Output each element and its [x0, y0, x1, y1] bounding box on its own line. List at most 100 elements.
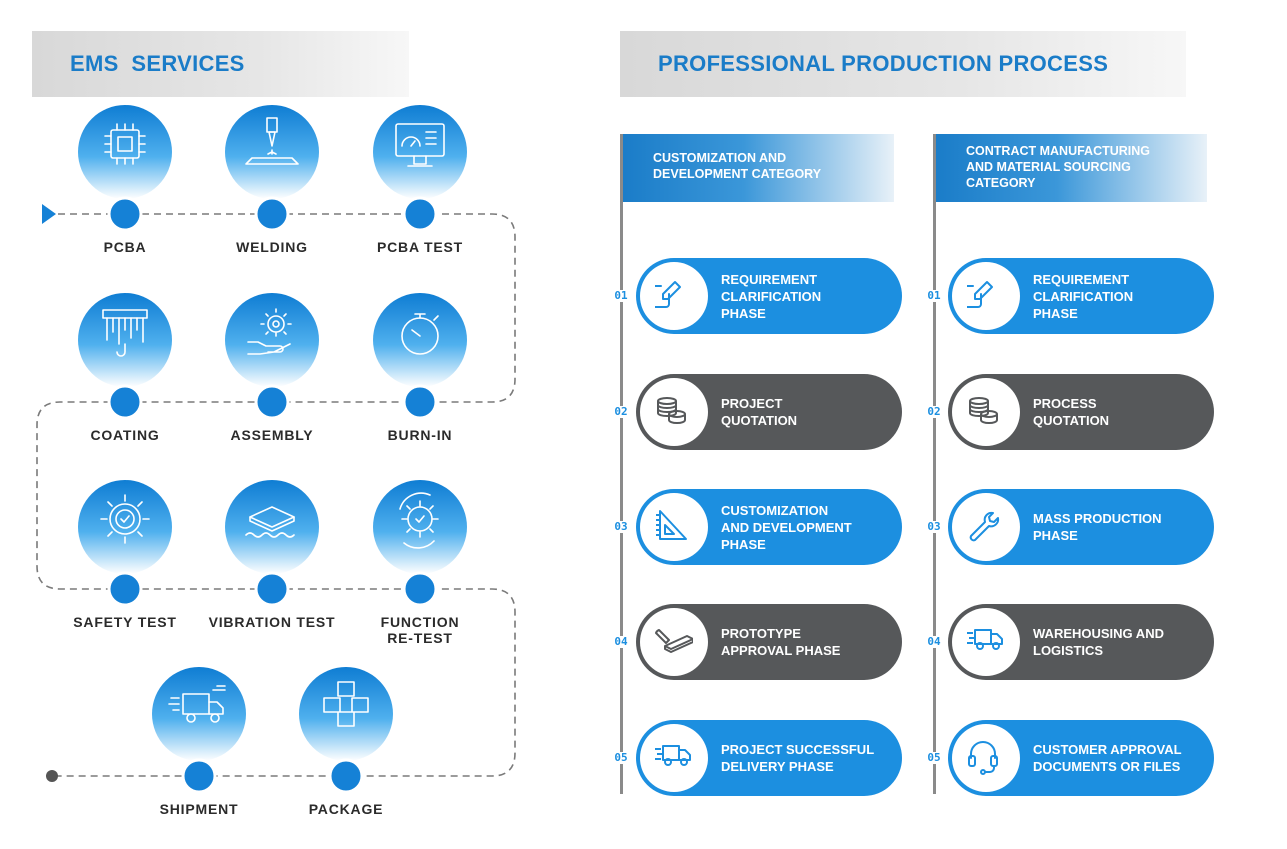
ems-service-label: SHIPMENT [159, 801, 239, 817]
monitor-gauge-icon [395, 123, 445, 167]
step-label: REQUIREMENT CLARIFICATION PHASE [1033, 271, 1134, 321]
service-circle [78, 105, 172, 199]
step-label: PROJECT SUCCESSFUL DELIVERY PHASE [721, 742, 875, 774]
flow-node-dot [181, 758, 217, 794]
step-icon-disc [640, 262, 708, 330]
ems-service-vibration-test [225, 480, 319, 607]
chip-icon [104, 123, 146, 165]
customization-column-line [620, 134, 623, 794]
process-step-pill: REQUIREMENT CLARIFICATION PHASE [948, 258, 1214, 334]
step-label: PROTOTYPE APPROVAL PHASE [721, 626, 841, 658]
stopwatch-icon [401, 313, 439, 355]
flow-node-dot [254, 571, 290, 607]
step-icon-disc [640, 378, 708, 446]
step-label: PROCESS QUOTATION [1033, 396, 1110, 428]
step-icon-disc [640, 608, 708, 676]
ruler-triangle-icon [656, 510, 687, 540]
ems-service-package [299, 667, 393, 794]
step-number: 02 [610, 406, 632, 418]
flow-node-dot [107, 196, 143, 232]
service-circle [373, 480, 467, 574]
ems-service-label: BURN-IN [387, 427, 453, 443]
customization-category-header: CUSTOMIZATION AND DEVELOPMENT CATEGORY [621, 134, 894, 202]
service-circle [225, 293, 319, 387]
ems-service-shipment [152, 667, 246, 794]
ems-service-label: SAFETY TEST [73, 614, 177, 630]
process-step-pill: WAREHOUSING AND LOGISTICS [948, 604, 1214, 680]
step-label: MASS PRODUCTION PHASE [1033, 511, 1162, 543]
ems-service-safety-test [78, 480, 172, 607]
ems-service-label: COATING [90, 427, 160, 443]
gear-hand-icon [247, 308, 292, 355]
ems-service-assembly [225, 293, 319, 420]
ems-service-label: PCBA TEST [376, 239, 464, 255]
step-number: 03 [923, 521, 945, 533]
step-icon-disc [952, 493, 1020, 561]
flow-node-dot [254, 196, 290, 232]
process-step-pill: REQUIREMENT CLARIFICATION PHASE [636, 258, 902, 334]
step-number: 04 [923, 636, 945, 648]
step-label: WAREHOUSING AND LOGISTICS [1033, 626, 1164, 658]
ems-service-coating [78, 293, 172, 420]
step-icon-disc [952, 262, 1020, 330]
gear-check-icon [100, 494, 150, 544]
step-number: 01 [610, 290, 632, 302]
ems-service-function-re-test [373, 480, 467, 607]
step-label: CUSTOMIZATION AND DEVELOPMENT PHASE [721, 502, 852, 552]
gear-retest-icon [399, 492, 439, 549]
process-step-pill: PROJECT QUOTATION [636, 374, 902, 450]
service-circle [373, 293, 467, 387]
ems-service-label: ASSEMBLY [230, 427, 314, 443]
step-label: CUSTOMER APPROVAL DOCUMENTS OR FILES [1033, 742, 1182, 774]
process-step-pill: CUSTOMER APPROVAL DOCUMENTS OR FILES [948, 720, 1214, 796]
vibration-plate-icon [245, 506, 295, 538]
fast-truck-icon [967, 629, 1003, 650]
boxes-icon [323, 681, 369, 727]
fast-truck-icon [655, 745, 691, 766]
step-number: 03 [610, 521, 632, 533]
step-number: 05 [923, 752, 945, 764]
production-process-banner: PROFESSIONAL PRODUCTION PROCESS [620, 31, 1186, 97]
process-step-pill: MASS PRODUCTION PHASE [948, 489, 1214, 565]
coins-icon [969, 397, 998, 425]
step-icon-disc [952, 378, 1020, 446]
flow-node-dot [402, 571, 438, 607]
step-number: 02 [923, 406, 945, 418]
ems-service-burn-in [373, 293, 467, 420]
ems-service-welding [225, 105, 319, 232]
step-number: 05 [610, 752, 632, 764]
service-circle [373, 105, 467, 199]
ems-services-banner: EMS SERVICES [32, 31, 409, 97]
ems-services-title: EMS SERVICES [70, 51, 245, 76]
flow-start-arrow [42, 204, 56, 224]
ems-service-label: VIBRATION TEST [208, 614, 336, 630]
process-step-pill: CUSTOMIZATION AND DEVELOPMENT PHASE [636, 489, 902, 565]
process-step-pill: PROJECT SUCCESSFUL DELIVERY PHASE [636, 720, 902, 796]
process-step-pill: PROCESS QUOTATION [948, 374, 1214, 450]
ems-services-flow [36, 105, 516, 794]
flow-node-dot [254, 384, 290, 420]
coating-brush-icon [102, 309, 148, 357]
delivery-truck-icon [168, 685, 226, 723]
process-step-pill: PROTOTYPE APPROVAL PHASE [636, 604, 902, 680]
step-label: PROJECT QUOTATION [721, 396, 798, 428]
flow-end-dot [46, 770, 58, 782]
ems-service-label: PCBA [103, 239, 147, 255]
step-number: 04 [610, 636, 632, 648]
wrench-icon [969, 511, 1000, 542]
contract-manufacturing-category-header: CONTRACT MANUFACTURING AND MATERIAL SOUR… [934, 134, 1207, 202]
production-process-title: PROFESSIONAL PRODUCTION PROCESS [658, 51, 1109, 76]
edit-icon [967, 281, 993, 308]
ems-service-pcba [78, 105, 172, 232]
step-label: REQUIREMENT CLARIFICATION PHASE [721, 271, 822, 321]
soldering-icon [245, 117, 299, 165]
ems-service-label: FUNCTION RE-TEST [380, 614, 460, 646]
headset-icon [968, 741, 998, 775]
service-circle [299, 667, 393, 761]
edit-icon [655, 281, 681, 308]
coins-icon [657, 397, 686, 425]
wrench-device-icon [655, 629, 693, 653]
flow-node-dot [107, 384, 143, 420]
flow-node-dot [402, 196, 438, 232]
flow-node-dot [328, 758, 364, 794]
